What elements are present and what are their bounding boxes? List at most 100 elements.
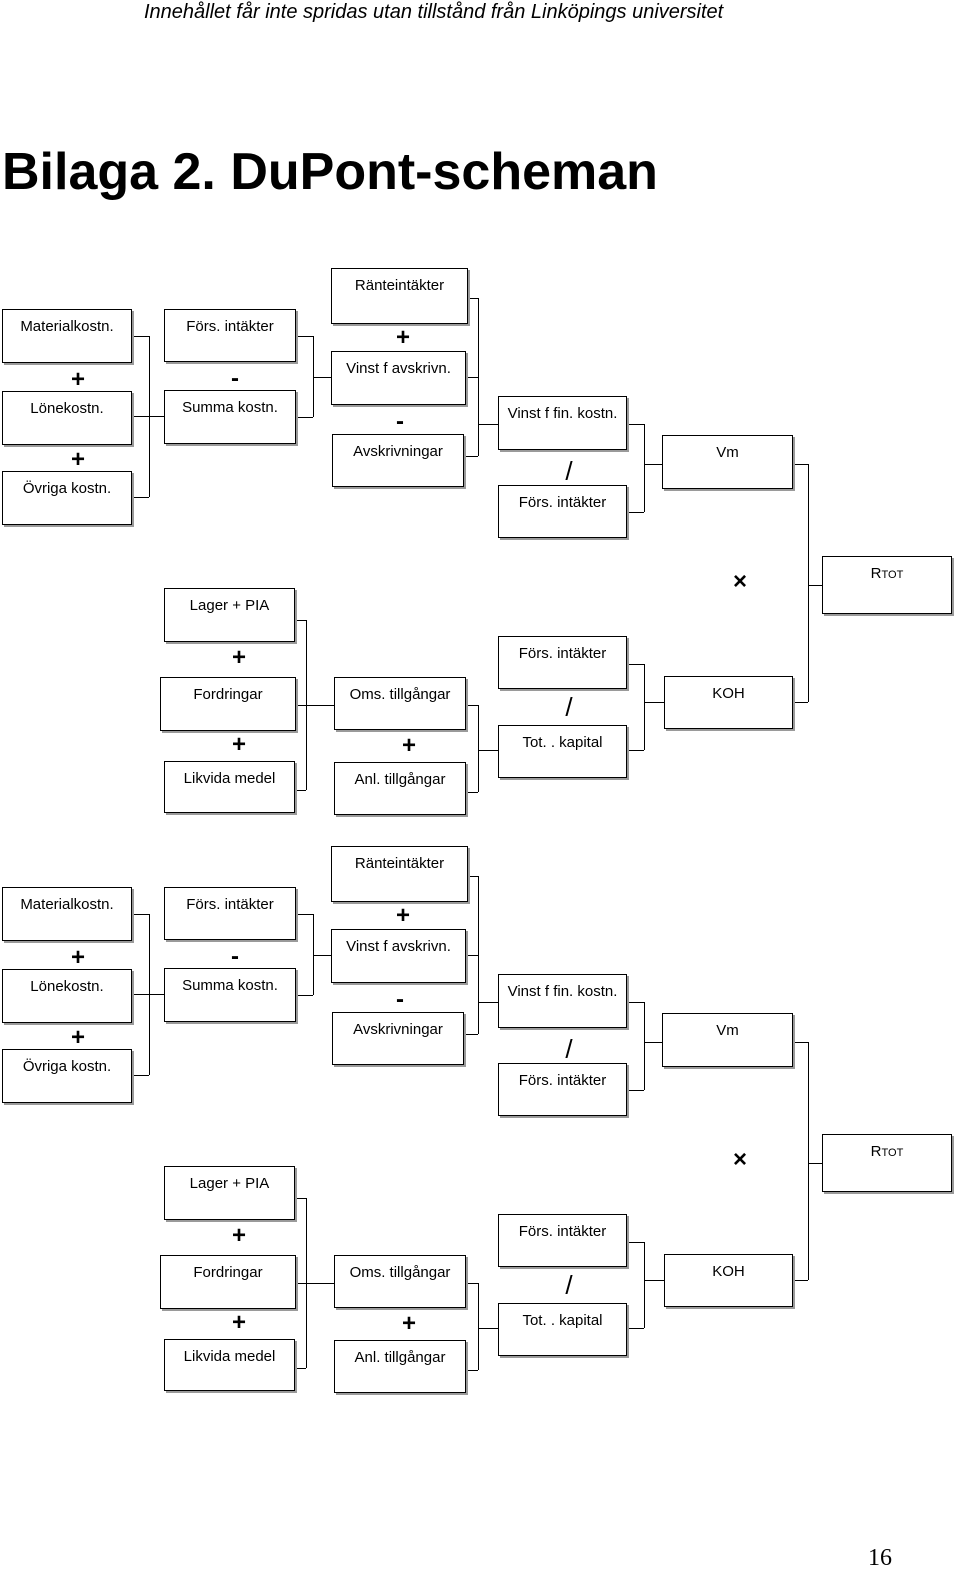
- fors-intakter-box: Förs. intäkter: [164, 887, 296, 940]
- summa-kostn-box: Summa kostn.: [164, 390, 296, 444]
- connector: [466, 377, 478, 378]
- connector: [478, 298, 479, 456]
- times-operator: ×: [732, 568, 747, 595]
- connector: [149, 994, 164, 995]
- plus-operator: +: [401, 732, 416, 759]
- dupont-diagram-2: Materialkostn. Lönekostn. Övriga kostn. …: [0, 578, 960, 1393]
- page-number: 16: [868, 1545, 892, 1571]
- connector: [793, 1280, 808, 1281]
- summa-kostn-box: Summa kostn.: [164, 968, 296, 1022]
- connector: [132, 336, 149, 337]
- page-header: Innehållet får inte spridas utan tillstå…: [144, 1, 724, 23]
- connector: [296, 995, 313, 996]
- connector: [627, 1002, 644, 1003]
- anl-tillgangar-box: Anl. tillgångar: [334, 762, 466, 815]
- lonekostn-box: Lönekostn.: [2, 969, 132, 1023]
- connector: [627, 512, 644, 513]
- minus-operator: -: [231, 943, 239, 970]
- connector: [644, 664, 645, 750]
- plus-operator: +: [395, 902, 410, 929]
- page-title: Bilaga 2. DuPont-scheman: [2, 143, 658, 201]
- koh-box: KOH: [664, 676, 793, 729]
- connector: [149, 416, 164, 417]
- connector: [313, 377, 331, 378]
- connector: [808, 585, 822, 586]
- connector: [644, 1002, 645, 1090]
- vm-box: Vm: [662, 1013, 793, 1067]
- rtot-main-label: R: [870, 565, 882, 582]
- divide-operator: /: [565, 1034, 573, 1064]
- connector: [478, 424, 498, 425]
- lonekostn-box: Lönekostn.: [2, 391, 132, 445]
- divide-operator: /: [565, 692, 573, 722]
- connector: [295, 790, 306, 791]
- likvida-medel-box: Likvida medel: [164, 761, 295, 813]
- tot-kapital-box: Tot. . kapital: [498, 1303, 627, 1356]
- connector: [132, 914, 149, 915]
- vinst-f-fin-kostn-box: Vinst f fin. kostn.: [498, 974, 627, 1028]
- connector: [466, 792, 478, 793]
- connector: [295, 1198, 306, 1199]
- connector: [627, 664, 644, 665]
- vinst-f-fin-kostn-box: Vinst f fin. kostn.: [498, 396, 627, 450]
- fors-intakter-box: Förs. intäkter: [498, 636, 627, 689]
- connector: [132, 1075, 149, 1076]
- connector: [313, 336, 314, 417]
- connector: [295, 1368, 306, 1369]
- connector: [793, 702, 808, 703]
- connector: [468, 298, 478, 299]
- connector: [296, 336, 313, 337]
- connector: [644, 702, 664, 703]
- connector: [644, 1042, 662, 1043]
- lager-pia-box: Lager + PIA: [164, 1166, 295, 1220]
- fors-intakter-box: Förs. intäkter: [498, 485, 627, 538]
- materialkostn-box: Materialkostn.: [2, 887, 132, 941]
- connector: [644, 1280, 664, 1281]
- connector: [466, 705, 478, 706]
- connector: [808, 464, 809, 702]
- plus-operator: +: [395, 324, 410, 351]
- plus-operator: +: [70, 446, 85, 473]
- connector: [808, 1042, 809, 1280]
- connector: [627, 1328, 644, 1329]
- connector: [132, 497, 149, 498]
- minus-operator: -: [396, 408, 404, 435]
- connector: [793, 1042, 808, 1043]
- connector: [466, 1283, 478, 1284]
- connector: [478, 750, 498, 751]
- fordringar-box: Fordringar: [160, 1255, 296, 1309]
- connector: [466, 955, 478, 956]
- rtot-subscript: TOT: [881, 1147, 904, 1159]
- connector: [296, 705, 334, 706]
- connector: [478, 1283, 479, 1370]
- connector: [296, 417, 313, 418]
- rtot-subscript: TOT: [881, 569, 904, 581]
- rtot-main-label: R: [870, 1143, 882, 1160]
- connector: [808, 1163, 822, 1164]
- connector: [468, 876, 478, 877]
- ranteintakter-box: Ränteintäkter: [331, 268, 468, 324]
- connector: [132, 994, 149, 995]
- plus-operator: +: [231, 1222, 246, 1249]
- connector: [466, 1370, 478, 1371]
- vinst-f-avskrivn-box: Vinst f avskrivn.: [331, 351, 466, 405]
- vm-box: Vm: [662, 435, 793, 489]
- vinst-f-avskrivn-box: Vinst f avskrivn.: [331, 929, 466, 983]
- connector: [644, 424, 645, 512]
- oms-tillgangar-box: Oms. tillgångar: [334, 677, 466, 730]
- connector: [644, 464, 662, 465]
- avskrivningar-box: Avskrivningar: [332, 1012, 464, 1065]
- connector: [627, 1242, 644, 1243]
- connector: [627, 1090, 644, 1091]
- connector: [478, 1328, 498, 1329]
- connector: [313, 914, 314, 995]
- connector: [627, 424, 644, 425]
- times-operator: ×: [732, 1146, 747, 1173]
- connector: [464, 456, 478, 457]
- anl-tillgangar-box: Anl. tillgångar: [334, 1340, 466, 1393]
- connector: [296, 914, 313, 915]
- connector: [644, 1242, 645, 1328]
- fors-intakter-box: Förs. intäkter: [164, 309, 296, 362]
- connector: [793, 464, 808, 465]
- minus-operator: -: [231, 365, 239, 392]
